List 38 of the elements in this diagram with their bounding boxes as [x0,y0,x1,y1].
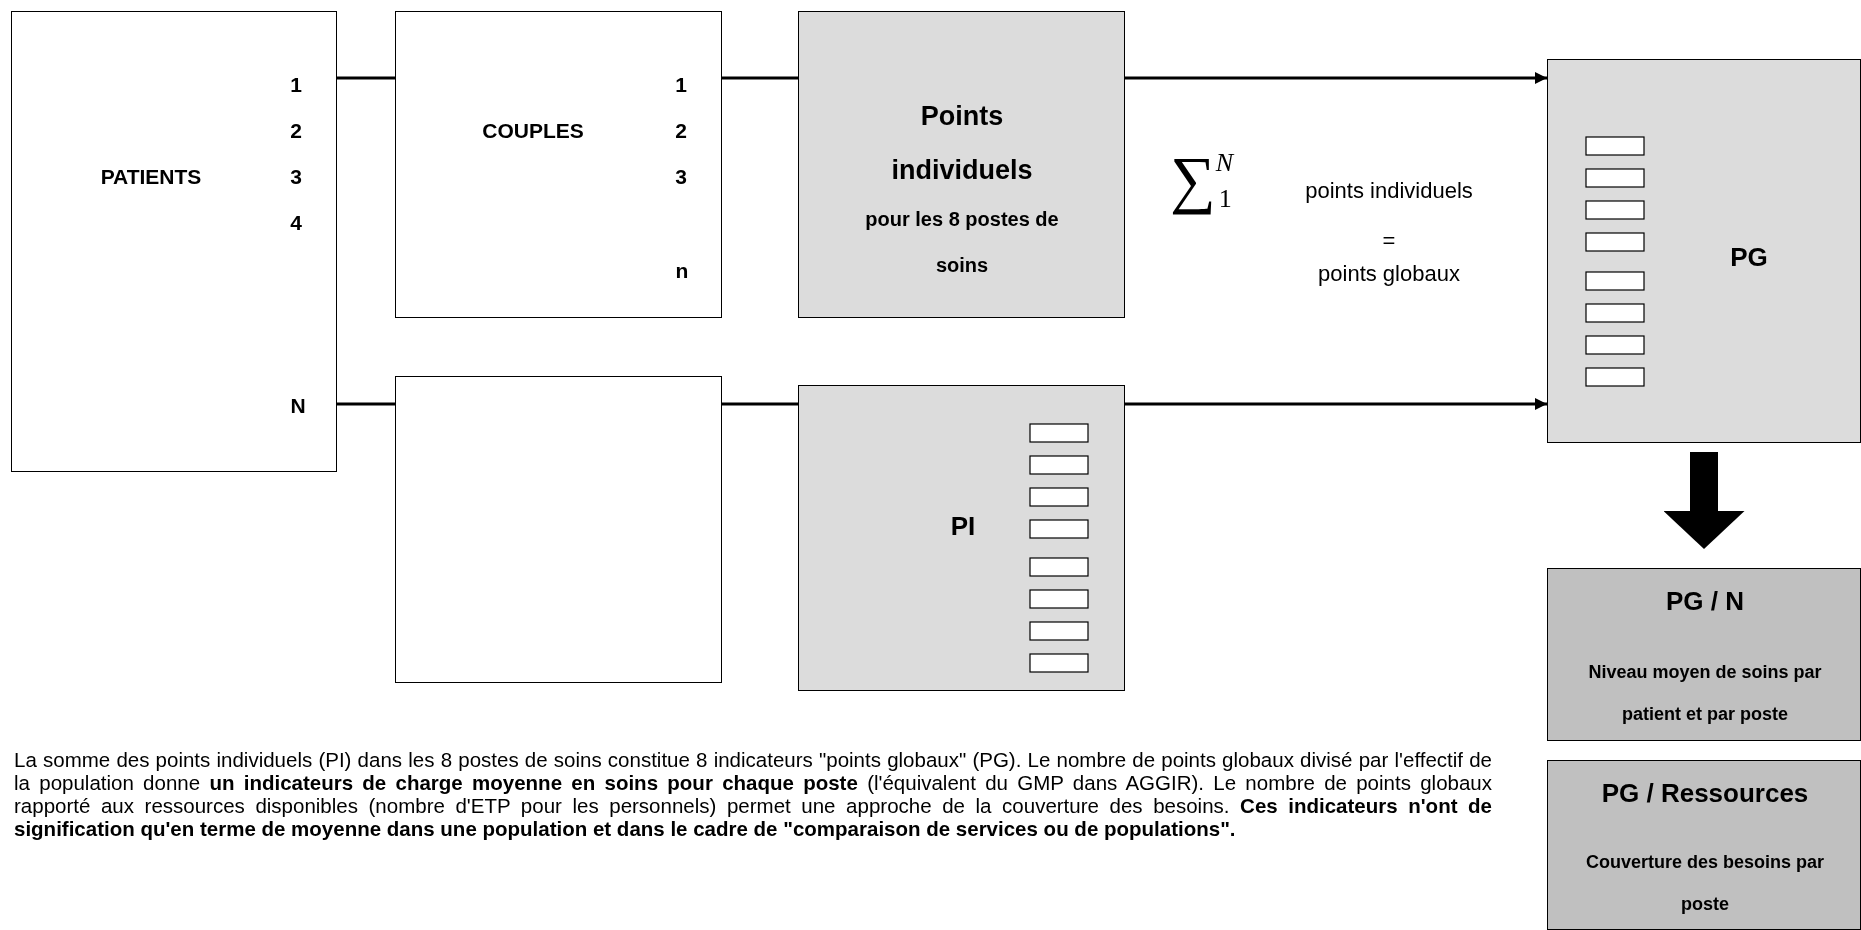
box-title: COUPLES [481,118,585,144]
box-title: PATIENTS [99,164,203,190]
process-box [1547,59,1861,443]
row-number: 3 [289,164,303,190]
box-title: PG [1729,242,1769,272]
box-text: pour les 8 postes de soins [864,207,1060,278]
connector-line [337,76,395,80]
arrow [1125,72,1547,84]
connector-line [722,402,798,406]
row-number: 1 [289,72,303,98]
process-box [11,11,337,472]
process-box [798,385,1125,691]
connector-line [722,76,798,80]
formula-text: points individuels [1304,178,1474,204]
box-title: PI [949,511,977,541]
row-number: 2 [289,118,303,144]
row-number: 4 [289,210,303,236]
note-paragraph: La somme des points individuels (PI) dans les 8 postes de soins constitue 8 indicateurs "points globaux" (PG). Le nombre de points globaux divisé par l'effectif de la population donne un indicateurs de charge moyenne en soins pour chaque poste (l'équivalent du GMP dans AGGIR). Le nombre de points globaux rapporté aux ressources disponibles (nombre d'ETP pour les personnels) permet une approche de la couverture des besoins. Ces indicateurs n'ont de signification qu'en terme de moyenne dans une population et dans le cadre de "comparaison de services ou de populations". [14,748,1492,840]
row-number: 2 [674,118,688,144]
row-number: 1 [674,72,688,98]
formula-text: points globaux [1317,261,1461,287]
box-title: Points individuels [890,100,1034,187]
process-box [1547,568,1861,741]
empty-box [395,376,722,683]
process-box [1547,760,1861,930]
box-title: PG / Ressources [1600,778,1810,808]
formula-text: = [1381,228,1397,254]
arrow [1125,398,1547,410]
block-arrow [1663,452,1745,549]
box-text: Niveau moyen de soins par patient et par poste [1587,661,1823,726]
box-title: PG / N [1665,586,1745,616]
row-number: n [674,258,690,284]
row-number: 3 [674,164,688,190]
row-number: N [289,393,307,419]
process-box [395,11,722,318]
process-box [798,11,1125,318]
box-text: Couverture des besoins par poste [1585,851,1825,916]
connector-line [337,402,395,406]
